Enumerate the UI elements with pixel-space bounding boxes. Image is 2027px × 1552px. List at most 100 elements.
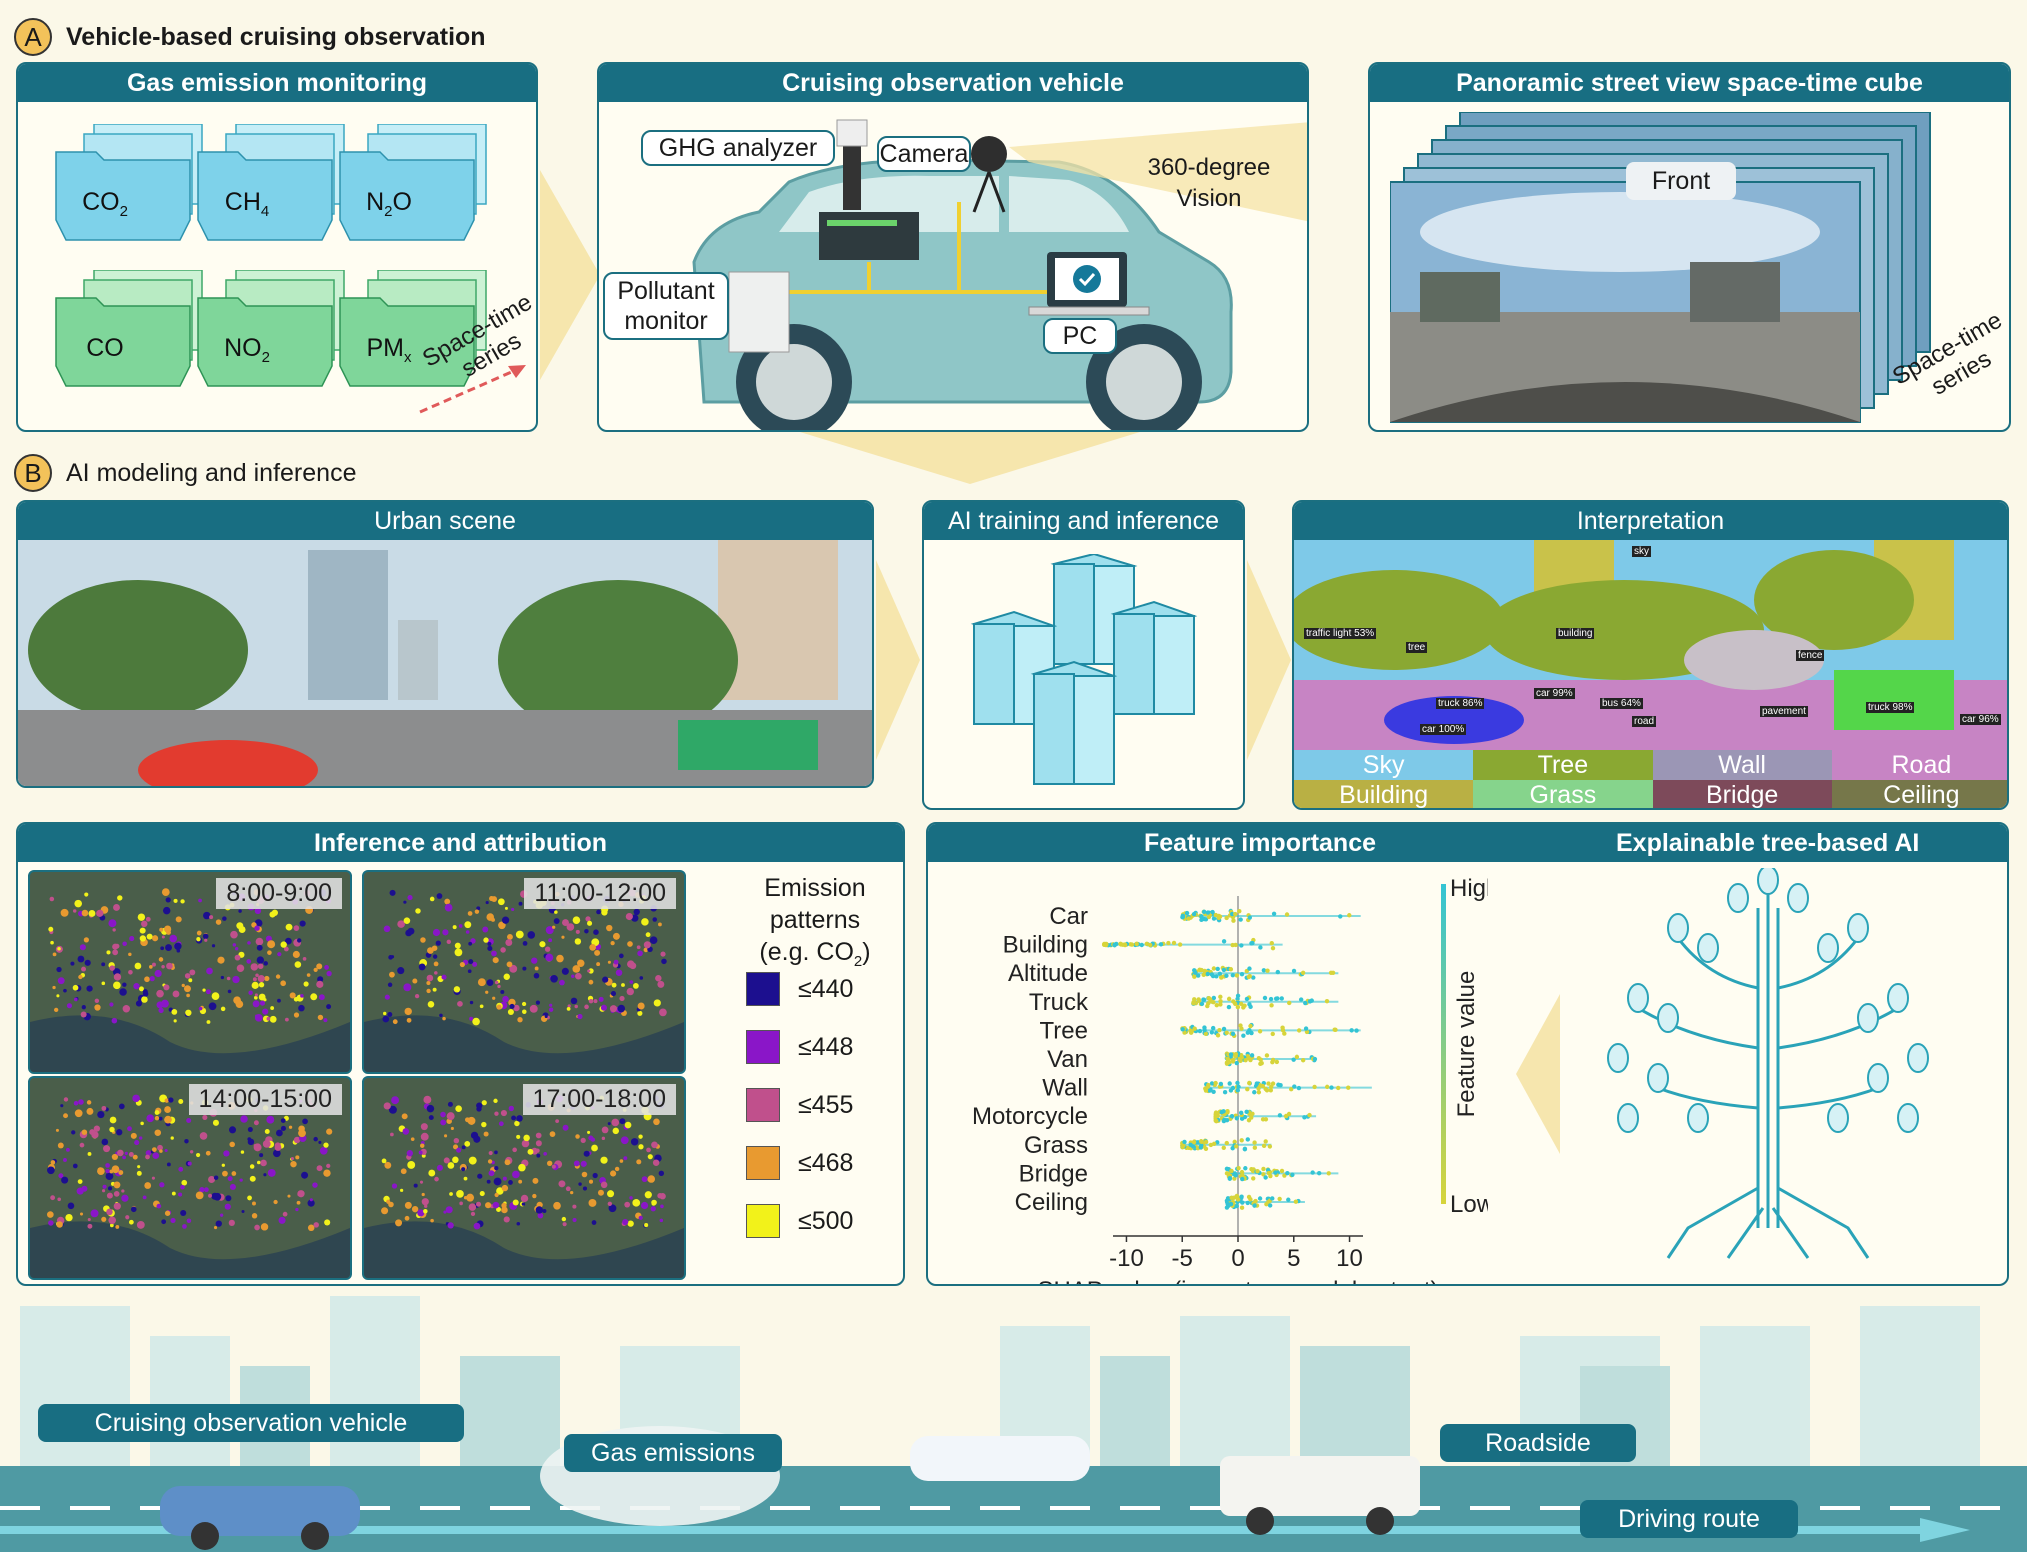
emission-dot: [446, 939, 451, 945]
x-tick-label: -5: [1172, 1245, 1193, 1272]
shap-point: [1210, 909, 1215, 915]
emission-dot: [57, 977, 65, 985]
emission-dot: [128, 952, 132, 957]
emission-dot: [630, 1138, 639, 1146]
emission-dot: [203, 1187, 209, 1193]
emission-dot: [178, 1099, 184, 1105]
emission-dot: [229, 1141, 236, 1148]
emission-dot: [290, 1160, 297, 1168]
emission-dot: [623, 1156, 628, 1161]
emission-dot: [132, 1154, 138, 1160]
emission-dot: [260, 1159, 267, 1167]
emission-dot: [256, 944, 263, 951]
emission-dot: [626, 987, 634, 996]
shap-point: [1239, 1194, 1244, 1199]
shap-point: [1207, 1088, 1212, 1093]
emission-dot: [241, 1209, 245, 1214]
shap-point: [1211, 916, 1217, 921]
emission-dot: [219, 1213, 224, 1217]
emission-dot: [413, 1183, 418, 1188]
emission-dot: [502, 995, 509, 1003]
emission-dot: [251, 981, 259, 989]
emission-dot: [159, 1149, 163, 1153]
emission-dot: [65, 1147, 70, 1152]
inference-title: Inference and attribution: [18, 824, 903, 862]
shap-point: [1284, 912, 1290, 917]
emission-dot: [170, 1136, 174, 1140]
emission-dot: [173, 898, 178, 903]
emission-dot: [390, 1132, 394, 1137]
emission-dot: [403, 900, 407, 904]
urban-scene-photo: [18, 540, 872, 786]
emission-dot: [497, 898, 505, 906]
emission-dot: [650, 1206, 656, 1212]
shap-point: [1256, 1055, 1262, 1061]
emission-dot: [81, 909, 89, 917]
shap-point: [1213, 1080, 1218, 1086]
legend-label: ≤455: [798, 1090, 854, 1119]
emission-dot: [108, 1216, 117, 1225]
shap-point: [1246, 1194, 1252, 1200]
shap-point: [1206, 914, 1212, 920]
segmentation-tag: traffic light 53%: [1304, 628, 1377, 639]
emission-dot: [253, 995, 258, 1000]
emission-dot: [113, 1191, 120, 1197]
emission-dot: [161, 964, 165, 969]
emission-dot: [606, 924, 613, 932]
emission-dot: [465, 1117, 470, 1123]
shap-point: [1242, 1147, 1248, 1152]
shap-point: [1180, 1027, 1185, 1032]
shap-point: [1249, 1030, 1254, 1036]
shap-point: [1228, 1201, 1234, 1207]
emission-dot: [477, 1173, 483, 1179]
shap-point: [1264, 1053, 1270, 1058]
emission-dot: [428, 1115, 434, 1121]
shap-point: [1233, 911, 1238, 917]
segmentation-class-bridge: Bridge: [1652, 780, 1832, 808]
shap-point: [1213, 912, 1218, 918]
shap-point: [1312, 1084, 1317, 1090]
emission-dot: [516, 1221, 521, 1226]
emission-dot: [424, 1204, 428, 1208]
shap-point: [1224, 915, 1229, 921]
emission-dot: [500, 989, 505, 994]
emission-dot: [637, 1002, 645, 1010]
shap-point: [1271, 911, 1277, 917]
emission-dot: [196, 937, 201, 942]
emission-dot: [388, 1105, 397, 1114]
section-a-title: Vehicle-based cruising observation: [66, 22, 486, 51]
shap-point: [1224, 1205, 1230, 1210]
emission-dot: [152, 1152, 160, 1160]
emission-dot: [636, 1159, 642, 1165]
emission-dot: [552, 925, 556, 929]
emission-dot: [254, 1224, 260, 1231]
shap-point: [1139, 942, 1144, 948]
emission-dot: [46, 1211, 54, 1218]
gas-pmx: PMx: [366, 334, 412, 366]
shap-point: [1166, 940, 1171, 946]
emission-dot: [511, 907, 515, 912]
shap-point: [1229, 1113, 1235, 1119]
shap-point: [1234, 973, 1240, 978]
emission-dot: [137, 1165, 141, 1169]
emission-dot: [467, 911, 473, 916]
emission-dot: [584, 928, 589, 934]
emission-dot: [106, 1208, 113, 1216]
emission-dot: [426, 981, 431, 986]
emission-dot: [627, 941, 633, 947]
shap-point: [1266, 1199, 1271, 1205]
emission-dot: [108, 919, 117, 928]
emission-dot: [86, 1107, 94, 1115]
shap-point: [1191, 1140, 1197, 1145]
emission-dot: [56, 994, 60, 998]
emission-dot: [463, 1176, 468, 1181]
emission-dot: [158, 957, 164, 962]
emission-dot: [533, 972, 540, 979]
shap-point: [1257, 1029, 1263, 1034]
emission-dot: [228, 1126, 237, 1134]
shap-point: [1275, 969, 1281, 975]
emission-dot: [74, 899, 82, 908]
shap-point: [1287, 1000, 1292, 1006]
emission-dot: [209, 915, 214, 920]
emission-dot: [476, 906, 481, 911]
